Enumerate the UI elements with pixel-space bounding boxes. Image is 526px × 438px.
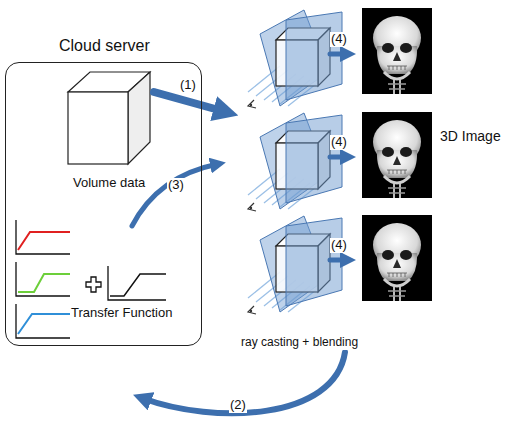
skull-image <box>362 112 432 198</box>
skull-image <box>362 215 432 301</box>
step-number: (1) <box>179 78 197 93</box>
box-title: Cloud server <box>59 37 150 55</box>
server-box: Cloud server <box>5 62 202 346</box>
volume-cube <box>68 72 150 164</box>
part-label: Transfer Function <box>70 306 173 321</box>
output-label: 3D Image <box>439 128 502 144</box>
step-number: (4) <box>330 32 348 47</box>
skull-image <box>362 8 432 94</box>
render-scene <box>248 10 342 108</box>
process-arrows <box>132 54 348 413</box>
render-scene <box>248 113 342 211</box>
step-number: (2) <box>229 398 247 413</box>
step-number: (3) <box>167 178 185 193</box>
step-number: (4) <box>330 135 348 150</box>
render-scene <box>248 216 342 314</box>
process-label: ray casting + blending <box>240 336 359 350</box>
step-number: (4) <box>330 238 348 253</box>
part-label: Volume data <box>72 176 146 191</box>
